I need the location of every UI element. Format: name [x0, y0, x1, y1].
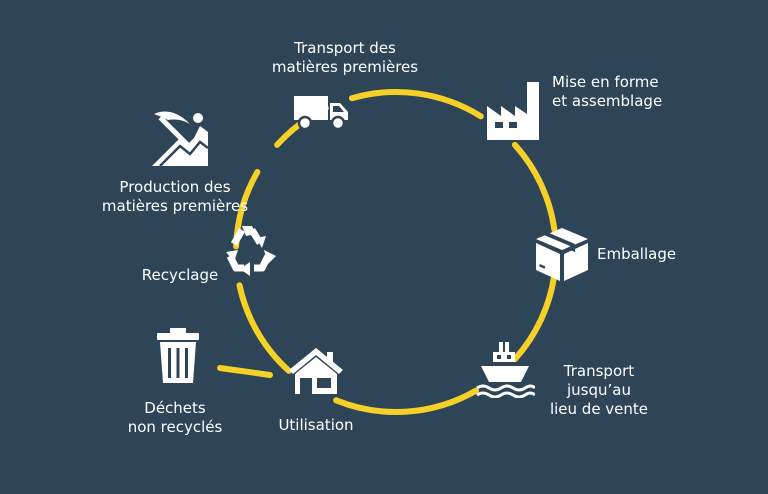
step-transport-sale-label: Transport jusqu’au lieu de vente	[549, 362, 649, 418]
step-waste-label: Déchets non recyclés	[127, 399, 223, 436]
step-assembly-label: Mise en forme et assemblage	[552, 73, 663, 110]
step-production-raw-label: Production des matières premières	[101, 178, 249, 215]
waste-connector-line	[217, 365, 273, 378]
step-transport-raw-label: Transport des matières premières	[271, 39, 419, 76]
ring-arc-shipping-to-use	[333, 387, 479, 415]
ring-arc-assembly-to-packaging	[511, 141, 558, 233]
cargo-ship-icon	[475, 340, 535, 398]
ring-arc-transport-to-assembly	[348, 89, 484, 120]
ring-arc-use-to-recycling	[236, 282, 292, 374]
trash-can-icon	[155, 328, 201, 384]
ring-arc-packaging-to-shipping	[511, 271, 558, 363]
truck-icon	[292, 93, 350, 131]
step-packaging-label: Emballage	[597, 245, 677, 263]
recycle-icon	[222, 224, 280, 280]
step-recycling-label: Recyclage	[141, 266, 219, 284]
house-icon	[287, 346, 345, 396]
factory-icon	[487, 82, 545, 142]
step-use-label: Utilisation	[278, 416, 354, 434]
box-icon	[532, 224, 592, 284]
mining-icon	[150, 108, 210, 168]
